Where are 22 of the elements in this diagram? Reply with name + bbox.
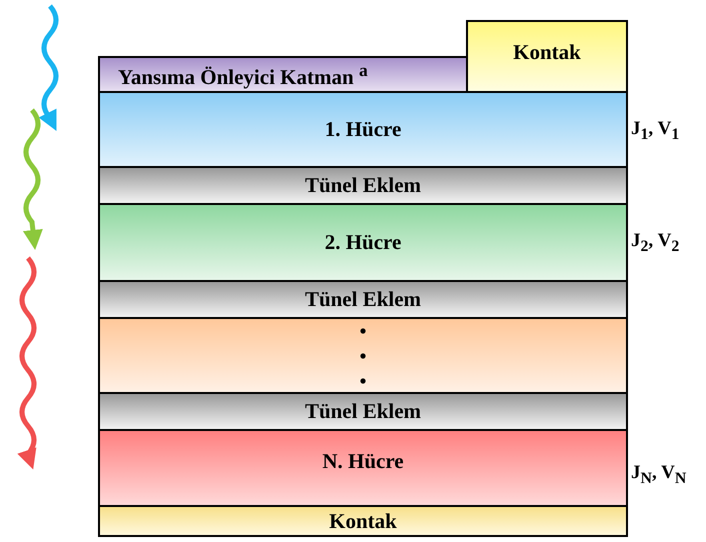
contact-layer [98, 505, 628, 537]
layer-label: Yansıma Önleyici Katman $^{a}$ [118, 60, 368, 90]
layer-label: Kontak [513, 40, 581, 65]
current-voltage-label: J$_{N}$, V$_{N}$ [631, 462, 686, 488]
layer-label: N. Hücre [322, 449, 404, 474]
layer-label: 1. Hücre [324, 117, 402, 142]
empty-cell-layer [98, 317, 628, 394]
contact-layer [466, 20, 628, 93]
cell-layer [98, 429, 628, 507]
layer-label: Tünel Eklem [304, 173, 422, 198]
anti-reflection-layer [98, 56, 468, 93]
layer-label: Tünel Eklem [304, 399, 422, 424]
layer-label: 2. Hücre [324, 230, 402, 255]
cell-layer [98, 91, 628, 168]
layer-label: Kontak [329, 508, 397, 534]
tunnel-junction-layer [98, 392, 628, 431]
tunnel-junction-layer [98, 280, 628, 319]
current-voltage-label: J$_{2}$, V$_{2}$ [631, 230, 680, 256]
layer-label: Tünel Eklem [304, 287, 422, 312]
current-voltage-label: J$_{1}$, V$_{1}$ [631, 118, 680, 144]
cell-layer [98, 203, 628, 282]
tunnel-junction-layer [98, 166, 628, 205]
